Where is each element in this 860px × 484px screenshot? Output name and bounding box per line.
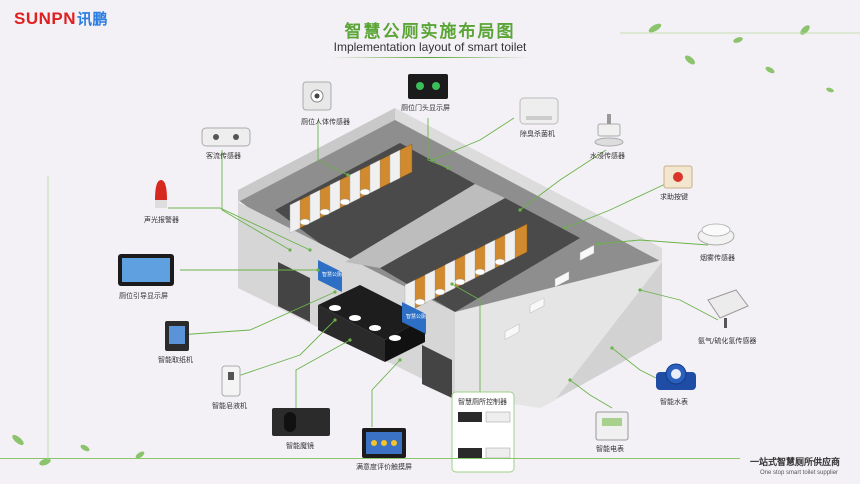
soap-dispenser-icon bbox=[221, 365, 241, 397]
urinals bbox=[504, 244, 595, 340]
rating-screen-icon bbox=[362, 428, 406, 458]
label-soap-dispenser: 智能皂液机 bbox=[212, 402, 247, 410]
label-deodorizer: 除臭杀菌机 bbox=[520, 130, 555, 138]
label-water-sensor: 水浸传感器 bbox=[590, 152, 625, 160]
brand-latin: SUNPN bbox=[14, 9, 77, 28]
passenger-sensor-icon bbox=[201, 127, 251, 147]
water-meter-icon bbox=[656, 363, 696, 390]
brand-cn: 讯鹏 bbox=[77, 11, 109, 28]
toilets bbox=[299, 188, 506, 306]
label-door-display: 厕位门头显示屏 bbox=[401, 104, 450, 112]
label-smart-mirror: 智能魔镜 bbox=[286, 442, 314, 450]
label-human-sensor: 厕位人体传感器 bbox=[301, 118, 350, 126]
footer-slogan: 一站式智慧厕所供应商 bbox=[750, 458, 841, 468]
page-subtitle: Implementation layout of smart toilet bbox=[333, 40, 527, 54]
door-display-icon bbox=[408, 74, 448, 99]
deodorizer-icon bbox=[519, 97, 559, 125]
electric-meter-icon bbox=[595, 411, 629, 441]
page-title: 智慧公厕实施布局图 bbox=[344, 22, 516, 42]
title-divider bbox=[330, 57, 530, 58]
label-help-button: 求助按键 bbox=[660, 193, 688, 201]
guide-screen-right bbox=[402, 302, 426, 334]
controller-panel bbox=[451, 391, 515, 473]
help-button-icon bbox=[663, 165, 693, 189]
footer-divider bbox=[0, 458, 740, 459]
label-rating-screen: 满意度评价触摸屏 bbox=[356, 463, 412, 471]
gas-sensor-icon bbox=[707, 289, 749, 328]
label-paper-dispenser: 智能取纸机 bbox=[158, 356, 193, 364]
smart-mirror-icon bbox=[272, 408, 330, 436]
connector-lines bbox=[168, 117, 719, 427]
leaf-decoration-top-right bbox=[648, 23, 834, 93]
label-water-meter: 智能水表 bbox=[660, 398, 688, 406]
connector-dots bbox=[288, 158, 642, 382]
human-sensor-icon bbox=[302, 81, 332, 111]
label-passenger-sensor: 客流传感器 bbox=[206, 152, 241, 160]
stall-walls bbox=[289, 149, 516, 314]
label-guide-screen: 厕位引导显示屏 bbox=[119, 292, 168, 300]
label-smoke-sensor: 烟雾传感器 bbox=[700, 254, 735, 262]
alarm-icon bbox=[155, 180, 167, 208]
leaf-decoration-bottom-left bbox=[12, 434, 145, 466]
smoke-sensor-icon bbox=[697, 223, 735, 246]
label-alarm: 声光报警器 bbox=[144, 216, 179, 224]
label-controller: 智慧厕所控制器 bbox=[458, 398, 507, 406]
water-sensor-icon bbox=[594, 114, 624, 147]
label-gas-sensor: 氨气/硫化氢传感器 bbox=[698, 337, 757, 345]
sign-right: 智慧公厕 bbox=[406, 313, 426, 320]
sign-left: 智慧公厕 bbox=[322, 271, 342, 278]
guide-screen-icon bbox=[118, 254, 174, 286]
label-electric-meter: 智能电表 bbox=[596, 445, 624, 453]
paper-dispenser-icon bbox=[165, 321, 189, 351]
brand-logo: SUNPN讯鹏 bbox=[14, 8, 108, 29]
footer-slogan-en: One stop smart toilet supplier bbox=[760, 470, 839, 476]
guide-screen-left bbox=[318, 260, 342, 292]
